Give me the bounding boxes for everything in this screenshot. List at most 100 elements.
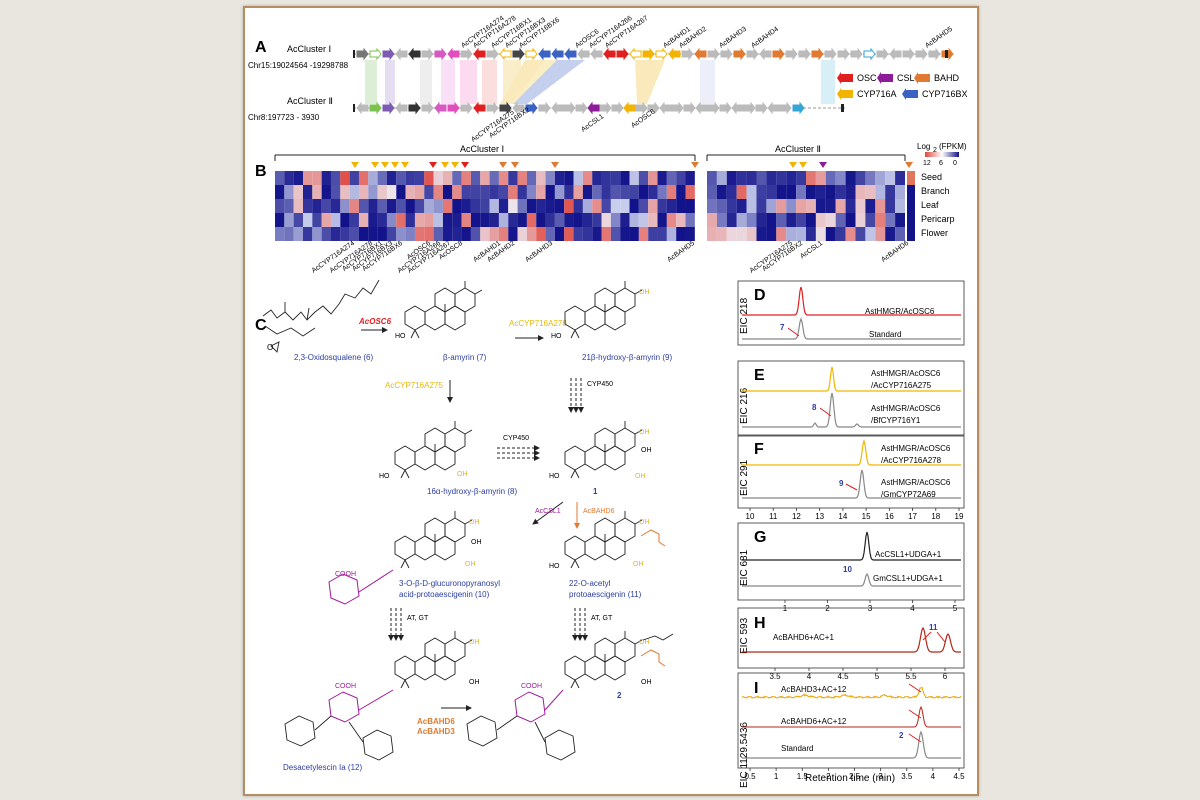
heatmap-cell [885,199,896,213]
heatmap-gene-label: AcBAHD3 [524,240,554,264]
c1-ho: HO [549,473,560,480]
heatmap-cell [855,213,866,227]
heatmap-cell [564,213,574,227]
axis-tick-label: 1.5 [797,772,809,781]
gene-arrow [647,101,660,115]
compound-10-structure [394,510,473,569]
heatmap-cell [573,171,583,185]
sugars-12 [284,689,394,761]
heatmap-cell [545,171,555,185]
gene-arrow [616,47,629,61]
c11-oh1: OH [639,519,650,526]
panel-e-label: E [754,367,765,384]
heatmap-cell [766,171,777,185]
heatmap-cell [610,171,621,185]
compound-1-structure [564,420,643,479]
heatmap-cell [766,199,777,213]
heatmap-cell [592,171,602,185]
c7-ho: HO [395,333,406,340]
heatmap-cell [786,185,797,199]
gene-arrow [779,101,792,115]
gene-arrow [395,47,408,61]
heatmap-marker [691,162,699,168]
heatmap-cell [284,185,294,199]
heatmap-marker [819,162,827,168]
heatmap-cell [776,227,787,241]
compound-12-structure [394,630,473,689]
heatmap-cell [610,227,621,241]
heatmap-cell [776,199,787,213]
gene-arrow [681,47,694,61]
legend-osc-label: OSC [857,73,877,83]
heatmap-cell [358,185,369,199]
heatmap-cell [526,213,537,227]
gene-arrow [671,101,684,115]
heatmap-cell [424,185,434,199]
heatmap-cell [648,227,658,241]
heatmap-cell [414,227,425,241]
heatmap-cell [545,213,555,227]
heatmap-cell [610,185,621,199]
heatmap-cell [433,185,443,199]
heatmap-cell [855,199,866,213]
axis-tick-label: 4.5 [953,772,965,781]
heatmap-cell [685,171,695,185]
heatmap-cell [554,185,565,199]
heatmap-cell [855,227,866,241]
heatmap-cell [414,185,425,199]
axis-tick-label: 16 [885,512,894,521]
heatmap-cell [657,185,667,199]
panel-c: C O [255,279,674,772]
trace-i-standard [742,730,961,759]
heatmap-cell [666,171,677,185]
heatmap-cell [865,227,876,241]
heatmap-cell [825,227,836,241]
heatmap-cell [776,213,787,227]
axis-tick-label: 3.5 [901,772,913,781]
heatmap-cell [480,171,490,185]
peak-arrow-7 [787,327,800,337]
trace-g-accsl1 [742,531,961,561]
gene-arrow [563,101,576,115]
c9-ho: HO [551,333,562,340]
trace-e-label1a: AstHMGR/AcOSC6 [871,369,941,378]
heatmap-cell [875,227,886,241]
heatmap-cell [676,199,686,213]
tissue-flower: Flower [921,228,948,238]
heatmap-color-scale: Log 2 (FPKM) 12 6 0 [917,142,967,167]
enzyme-cyp450-a: CYP450 [587,381,613,388]
heatmap-cell [377,199,387,213]
heatmap-cell [508,227,518,241]
heatmap-cell [312,213,322,227]
trace-f-label1b: /AcCYP716A278 [881,456,942,465]
axis-tick-label: 5 [875,672,880,681]
c9-oh: OH [639,289,650,296]
heatmap-cell [592,213,602,227]
heatmap-cell [368,227,378,241]
heatmap-marker [499,162,507,168]
heatmap-cell [284,199,294,213]
heatmap-cell [275,213,285,227]
peak-mark-9: 9 [839,479,844,488]
panel-f-frame [737,435,965,509]
heatmap-gene-label: AcBAHD6 [880,240,910,264]
heatmap-cell [293,213,303,227]
heatmap-cluster1-title: AcCluster Ⅰ [460,144,504,154]
heatmap-cell [806,227,816,241]
heatmap-cell [312,227,322,241]
legend-cyp716bx-arrow [902,88,918,100]
heatmap-cell [716,199,727,213]
gene-arrow [683,101,696,115]
gene-arrow [473,101,486,115]
panel-d-frame [737,280,965,346]
gene-arrow [629,47,642,61]
gene-arrow [382,101,395,115]
heatmap-cell [638,213,649,227]
heatmap-gene-label: AcCSL1 [799,240,824,261]
trace-g-label1: AcCSL1+UDGA+1 [875,550,942,559]
heatmap-cell [716,171,727,185]
c1-oh3: OH [635,473,646,480]
panel-d-label: D [754,287,766,304]
heatmap-cell [498,213,509,227]
heatmap-cell [452,171,462,185]
